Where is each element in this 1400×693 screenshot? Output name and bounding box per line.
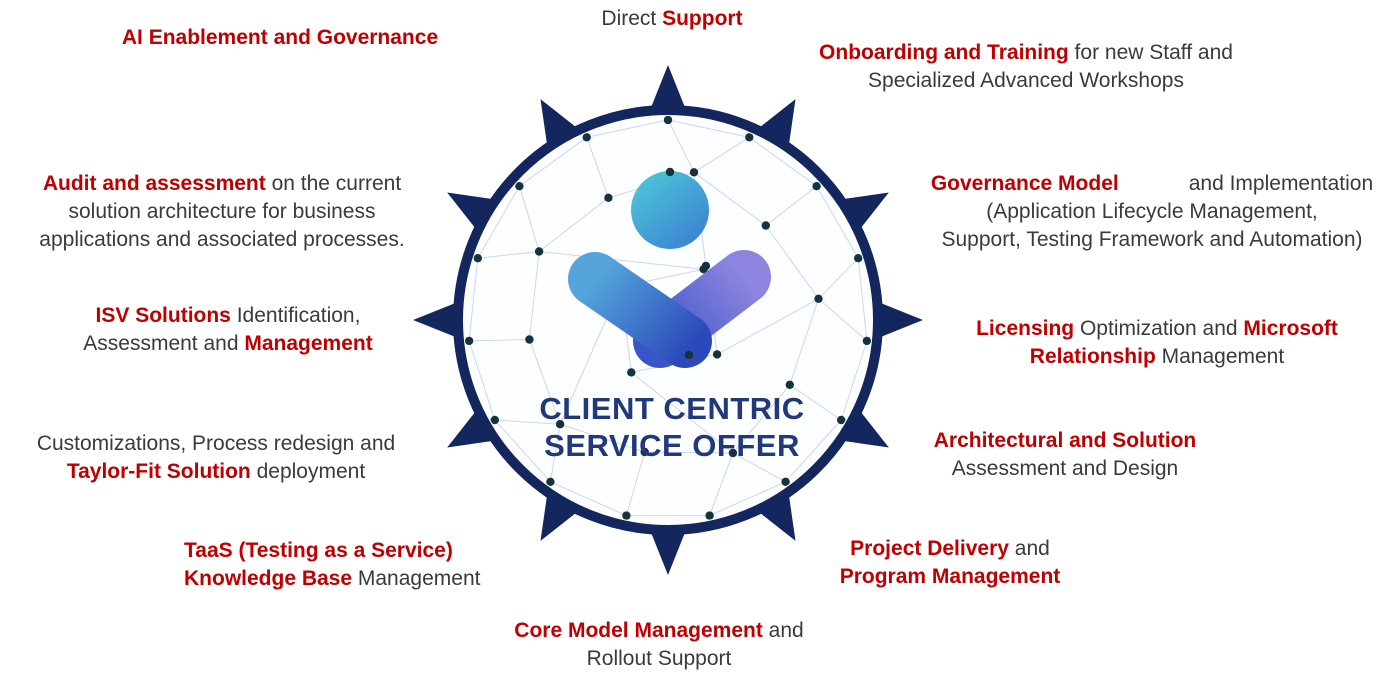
label-line: TaaS (Testing as a Service) [184, 537, 480, 565]
label-text: Direct [601, 7, 663, 30]
label-text: Core Model Management [514, 619, 763, 642]
label-text: Management [1155, 345, 1285, 368]
label-line: Program Management [840, 563, 1061, 591]
label-text: Support, Testing Framework and Automatio… [941, 228, 1363, 251]
label-text: (Application Lifecycle Management, [986, 200, 1318, 223]
emblem-title-line1: CLIENT CENTRIC [539, 391, 804, 426]
label-line: Customizations, Process redesign and [37, 430, 395, 458]
label-line: Specialized Advanced Workshops [819, 67, 1233, 95]
label-line: Architectural and Solution [934, 427, 1197, 455]
label-text: TaaS (Testing as a Service) [184, 539, 453, 562]
label-text: Management [352, 567, 481, 590]
label-text: Customizations, Process redesign and [36, 432, 396, 455]
emblem-title-line2: SERVICE OFFER [544, 428, 800, 463]
label-text: Assessment and Design [951, 457, 1179, 480]
label-line: Rollout Support [514, 645, 803, 673]
label-text: AI Enablement and Governance [121, 26, 439, 49]
service-label-isv-solutions: ISV Solutions Identification,Assessment … [83, 302, 372, 358]
label-text: and [762, 619, 804, 642]
label-line: Support, Testing Framework and Automatio… [931, 226, 1373, 254]
person-icon [568, 171, 771, 368]
label-line: AI Enablement and Governance [122, 24, 438, 52]
label-text: Governance Model [930, 172, 1119, 195]
label-text: Identification, [230, 304, 361, 327]
label-text: Rollout Support [586, 647, 732, 670]
label-text: Taylor-Fit Solution [66, 460, 251, 483]
service-label-ai-enablement-governance: AI Enablement and Governance [122, 24, 438, 52]
label-text: Microsoft [1243, 317, 1338, 340]
label-text: Management [244, 332, 373, 355]
label-text: Licensing [976, 317, 1075, 340]
label-line: Relationship Management [976, 343, 1338, 371]
label-text: Specialized Advanced Workshops [868, 69, 1184, 92]
label-gap [1119, 189, 1189, 190]
label-line: Governance Model and Implementation [931, 170, 1373, 198]
label-line: (Application Lifecycle Management, [931, 198, 1373, 226]
label-text: Support [662, 7, 743, 30]
service-label-taas-knowledge-base: TaaS (Testing as a Service) Knowledge Bas… [184, 537, 480, 593]
label-line: Core Model Management and [514, 617, 803, 645]
service-label-direct-support: Direct Support [601, 5, 742, 33]
label-text: Audit and assessment [42, 172, 266, 195]
label-text: Onboarding and Training [819, 41, 1069, 64]
label-text: for new Staff and [1068, 41, 1233, 64]
label-line: Audit and assessment on the current [39, 170, 404, 198]
label-line: solution architecture for business [39, 198, 404, 226]
label-line: Onboarding and Training for new Staff an… [819, 39, 1233, 67]
label-text: and Implementation [1188, 172, 1374, 195]
label-text: Assessment and [83, 332, 245, 355]
label-text: and [1008, 537, 1050, 560]
label-text: solution architecture for business [68, 200, 376, 223]
label-text: Knowledge Base [184, 567, 353, 590]
label-text: Relationship [1029, 345, 1156, 368]
label-text: on the current [265, 172, 402, 195]
mesh-overlay-dots-icon [665, 167, 694, 360]
label-text: applications and associated processes. [39, 228, 405, 251]
label-line: Assessment and Design [934, 455, 1197, 483]
label-line: Direct Support [601, 5, 742, 33]
label-line: Taylor-Fit Solution deployment [37, 458, 395, 486]
label-text: Project Delivery [850, 537, 1009, 560]
label-line: Project Delivery and [840, 535, 1061, 563]
label-text: Architectural and Solution [933, 429, 1197, 452]
service-label-governance-model: Governance Model and Implementation (Appli… [931, 170, 1373, 254]
label-text: Program Management [839, 565, 1061, 588]
label-text: Optimization and [1074, 317, 1244, 340]
label-text: deployment [250, 460, 366, 483]
label-line: applications and associated processes. [39, 226, 404, 254]
service-label-onboarding-training: Onboarding and Training for new Staff an… [819, 39, 1233, 95]
label-text: ISV Solutions [95, 304, 231, 327]
label-line: ISV Solutions Identification, [83, 302, 372, 330]
client-centric-emblem: CLIENT CENTRIC SERVICE OFFER [413, 65, 923, 575]
label-line: Licensing Optimization and Microsoft [976, 315, 1338, 343]
label-line: Assessment and Management [83, 330, 372, 358]
label-line: Knowledge Base Management [184, 565, 480, 593]
